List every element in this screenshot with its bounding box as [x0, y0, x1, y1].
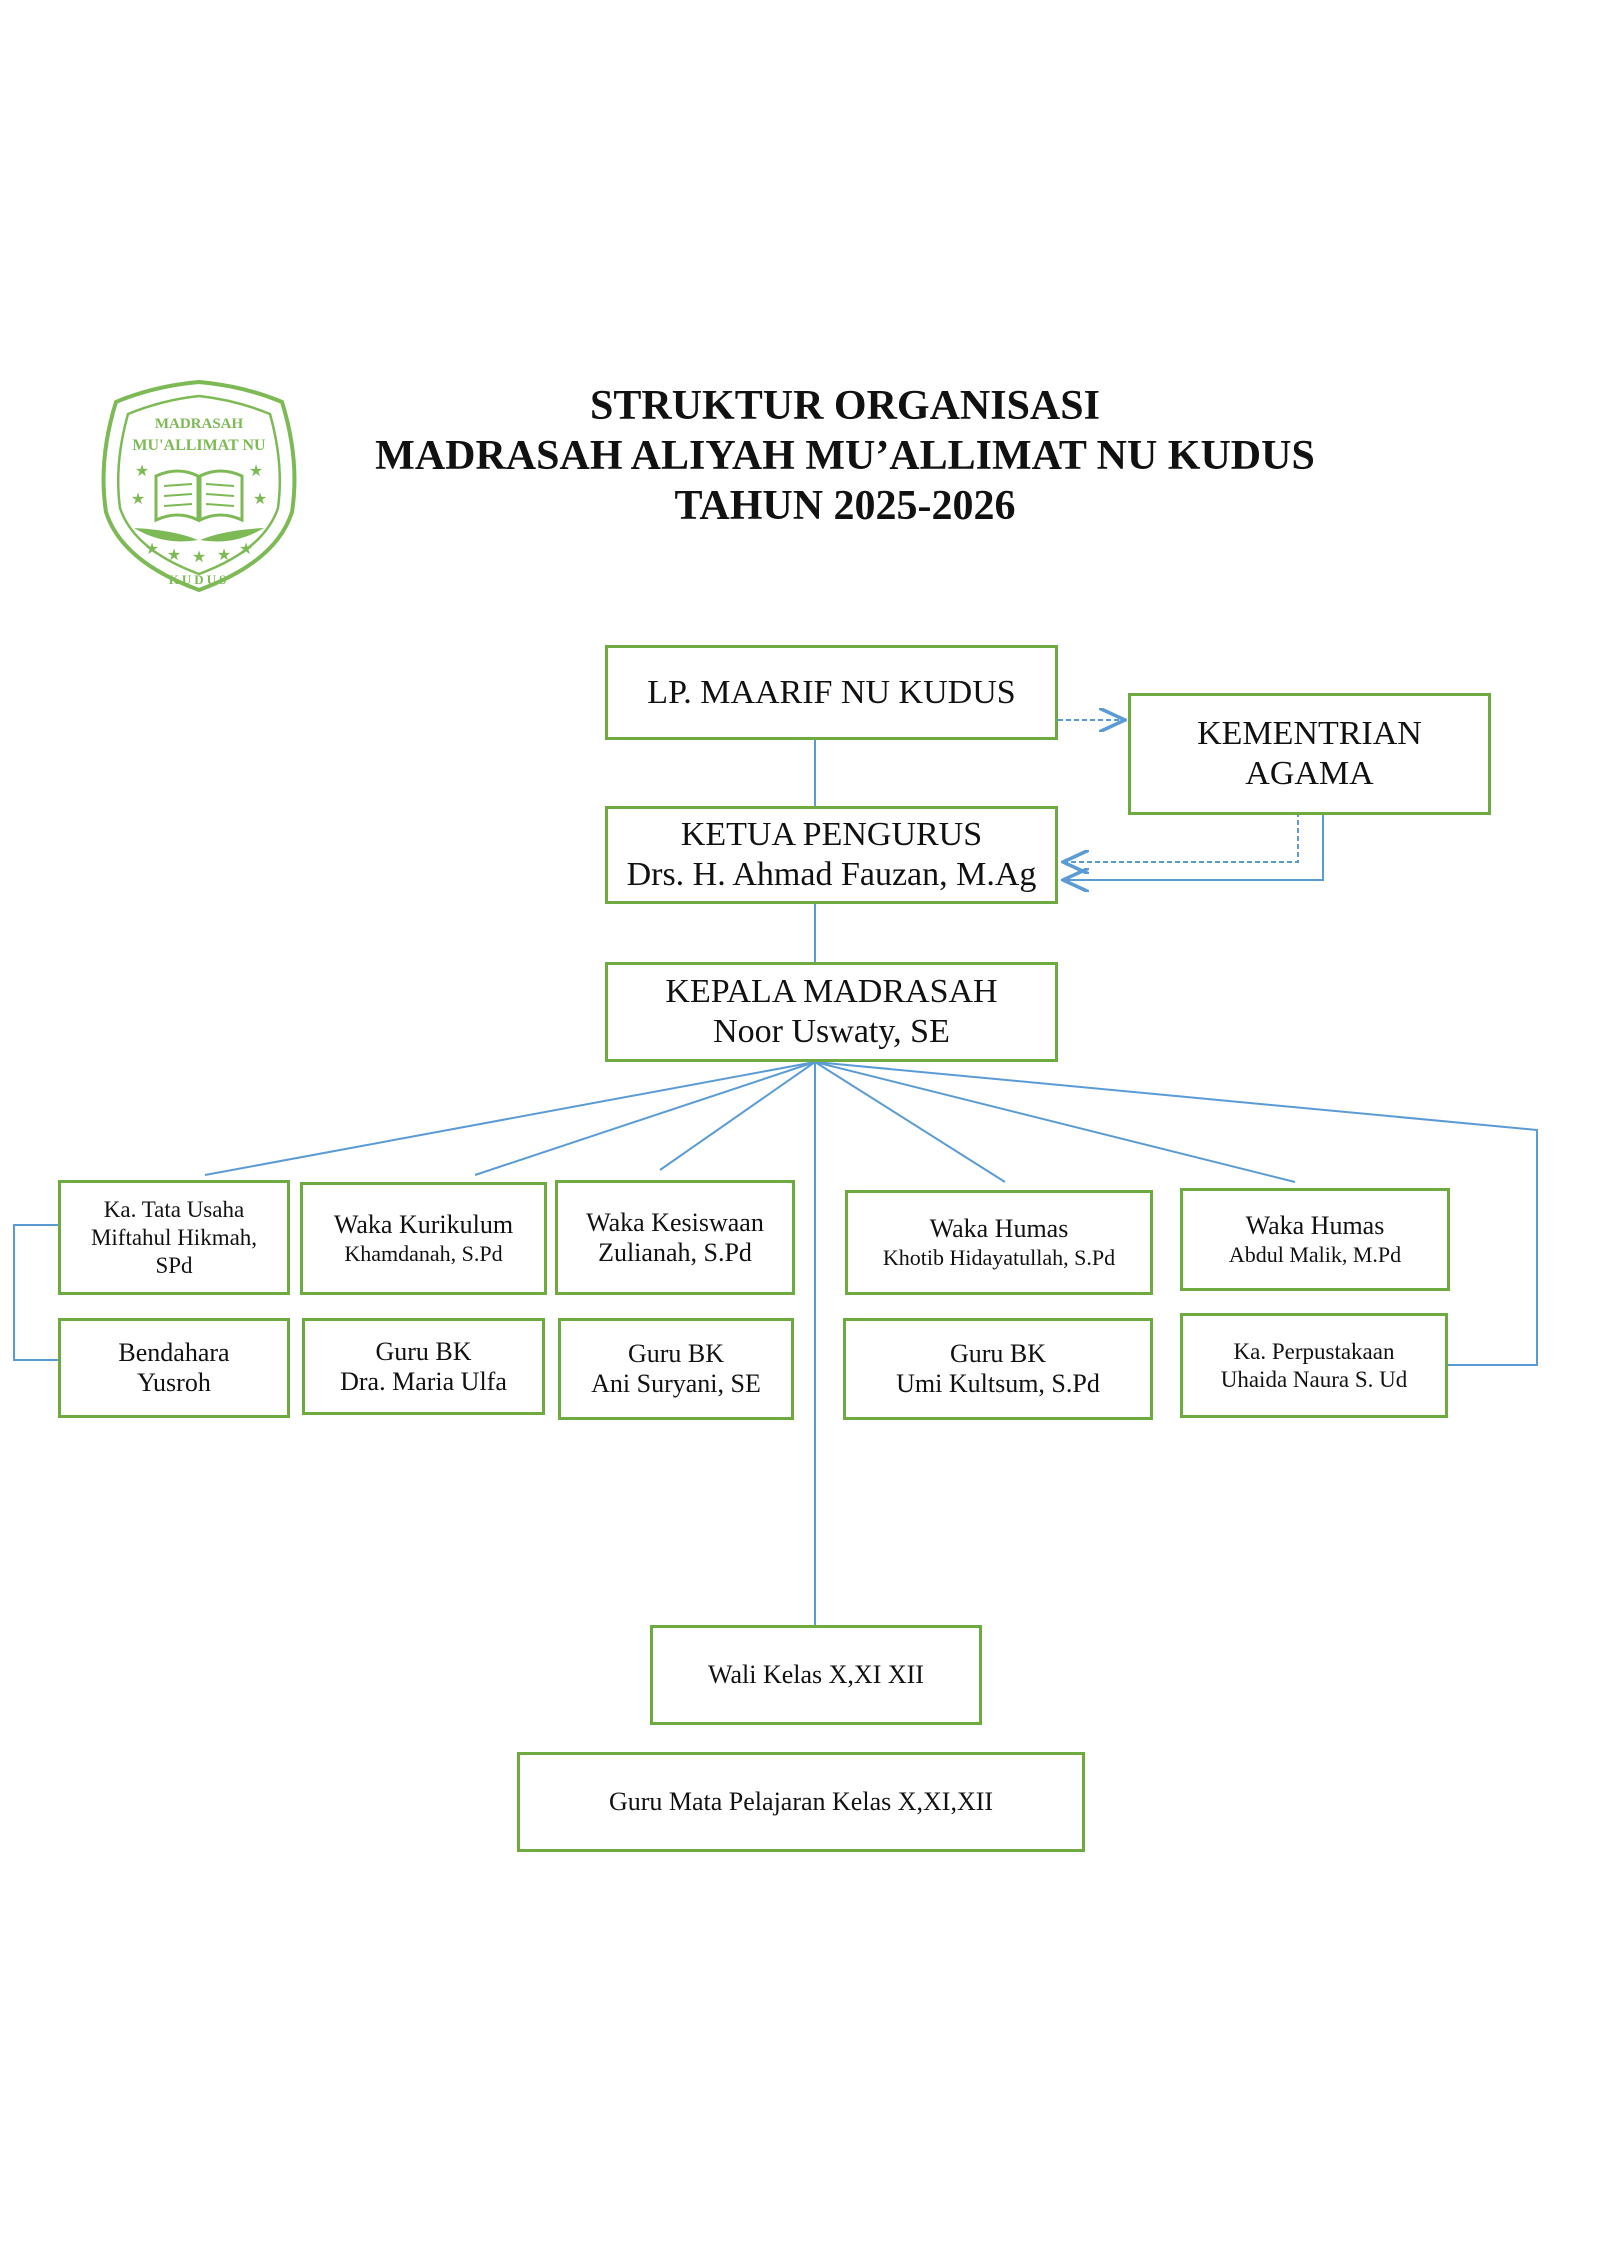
line-kepala-humas1: [814, 1061, 1006, 1183]
svg-text:★: ★: [145, 539, 159, 558]
node-kementrian-agama: KEMENTRIAN AGAMA: [1128, 693, 1491, 815]
node-bendahara-name: Yusroh: [137, 1368, 211, 1397]
line-kementrian-ketua-dashed: [1063, 812, 1299, 862]
node-ketua-role: KETUA PENGURUS: [680, 816, 983, 853]
node-kementrian-line2: AGAMA: [1245, 755, 1374, 792]
node-lp-maarif-label: LP. MAARIF NU KUDUS: [647, 673, 1016, 711]
node-kepala-role: KEPALA MADRASAH: [665, 973, 998, 1010]
node-perpustakaan-role: Ka. Perpustakaan: [1233, 1338, 1395, 1364]
node-bendahara: Bendahara Yusroh: [58, 1318, 290, 1418]
node-kesiswaan-role: Waka Kesiswaan: [586, 1207, 764, 1237]
madrasah-logo: MADRASAH MU'ALLIMAT NU ★ ★ ★ ★ ★ ★ ★ ★ ★ KUD…: [94, 379, 304, 593]
node-bendahara-role: Bendahara: [118, 1338, 230, 1367]
line-kepala-tatausaha: [204, 1061, 816, 1176]
node-humas1-name: Khotib Hidayatullah, S.Pd: [882, 1245, 1116, 1270]
node-waka-humas-1: Waka Humas Khotib Hidayatullah, S.Pd: [845, 1190, 1153, 1295]
node-guru-bk-1: Guru BK Dra. Maria Ulfa: [302, 1318, 545, 1415]
node-tatausaha-role: Ka. Tata Usaha: [103, 1196, 245, 1222]
node-tatausaha-name: Miftahul Hikmah,: [90, 1224, 258, 1250]
line-kementrian-ketua: [1063, 812, 1324, 880]
node-kesiswaan-name: Zulianah, S.Pd: [598, 1237, 752, 1267]
node-bk2-name: Ani Suryani, SE: [591, 1369, 761, 1398]
node-perpustakaan-name: Uhaida Naura S. Ud: [1220, 1366, 1408, 1392]
node-guru-bk-3: Guru BK Umi Kultsum, S.Pd: [843, 1318, 1153, 1420]
logo-arc-text: MU'ALLIMAT NU: [132, 437, 266, 454]
page-title-line2: MADRASAH ALIYAH MU’ALLIMAT NU KUDUS: [375, 433, 1315, 479]
page-title-line1: STRUKTUR ORGANISASI: [590, 383, 1100, 429]
node-bk1-role: Guru BK: [375, 1336, 472, 1366]
line-tatausaha-bendahara: [13, 1224, 58, 1361]
node-tatausaha-degree: SPd: [155, 1252, 193, 1278]
line-kepala-kesiswaan: [659, 1061, 816, 1171]
node-kementrian-line1: KEMENTRIAN: [1197, 715, 1422, 752]
node-waka-kesiswaan: Waka Kesiswaan Zulianah, S.Pd: [555, 1180, 795, 1295]
line-kepala-humas2: [814, 1061, 1296, 1183]
svg-text:★: ★: [131, 489, 145, 508]
logo-top-text: MADRASAH: [155, 416, 244, 432]
node-kepala-madrasah: KEPALA MADRASAH Noor Uswaty, SE: [605, 962, 1058, 1062]
node-bk3-name: Umi Kultsum, S.Pd: [896, 1369, 1100, 1398]
svg-text:★: ★: [249, 461, 263, 480]
svg-text:★: ★: [217, 545, 231, 564]
node-bk3-role: Guru BK: [949, 1339, 1047, 1368]
node-lp-maarif: LP. MAARIF NU KUDUS: [605, 645, 1058, 740]
node-waka-humas-2: Waka Humas Abdul Malik, M.Pd: [1180, 1188, 1450, 1291]
node-ka-tata-usaha: Ka. Tata Usaha Miftahul Hikmah, SPd: [58, 1180, 290, 1295]
node-humas2-name: Abdul Malik, M.Pd: [1228, 1242, 1402, 1267]
node-humas2-role: Waka Humas: [1245, 1211, 1385, 1240]
node-ketua-pengurus: KETUA PENGURUS Drs. H. Ahmad Fauzan, M.A…: [605, 806, 1058, 904]
svg-text:★: ★: [253, 489, 267, 508]
node-waka-kurikulum: Waka Kurikulum Khamdanah, S.Pd: [300, 1182, 547, 1295]
page-title-line3: TAHUN 2025-2026: [674, 483, 1016, 529]
node-wali-kelas: Wali Kelas X,XI XII: [650, 1625, 982, 1725]
node-walikelas-label: Wali Kelas X,XI XII: [708, 1660, 924, 1689]
node-ketua-name: Drs. H. Ahmad Fauzan, M.Ag: [626, 856, 1037, 893]
node-bk2-role: Guru BK: [627, 1339, 725, 1368]
node-kurikulum-name: Khamdanah, S.Pd: [344, 1241, 503, 1266]
svg-text:★: ★: [192, 547, 206, 566]
svg-text:★: ★: [167, 545, 181, 564]
node-kurikulum-role: Waka Kurikulum: [333, 1210, 514, 1239]
logo-bottom-text: KUDUS: [169, 572, 230, 587]
node-gurumapel-label: Guru Mata Pelajaran Kelas X,XI,XII: [608, 1787, 994, 1816]
node-humas1-role: Waka Humas: [929, 1214, 1069, 1243]
svg-text:★: ★: [135, 461, 149, 480]
node-guru-mata-pelajaran: Guru Mata Pelajaran Kelas X,XI,XII: [517, 1752, 1085, 1852]
svg-text:★: ★: [239, 539, 253, 558]
line-kepala-kurikulum: [474, 1061, 816, 1176]
node-bk1-name: Dra. Maria Ulfa: [340, 1366, 507, 1396]
node-kepala-name: Noor Uswaty, SE: [713, 1013, 950, 1050]
node-ka-perpustakaan: Ka. Perpustakaan Uhaida Naura S. Ud: [1180, 1313, 1448, 1418]
node-guru-bk-2: Guru BK Ani Suryani, SE: [558, 1318, 794, 1420]
